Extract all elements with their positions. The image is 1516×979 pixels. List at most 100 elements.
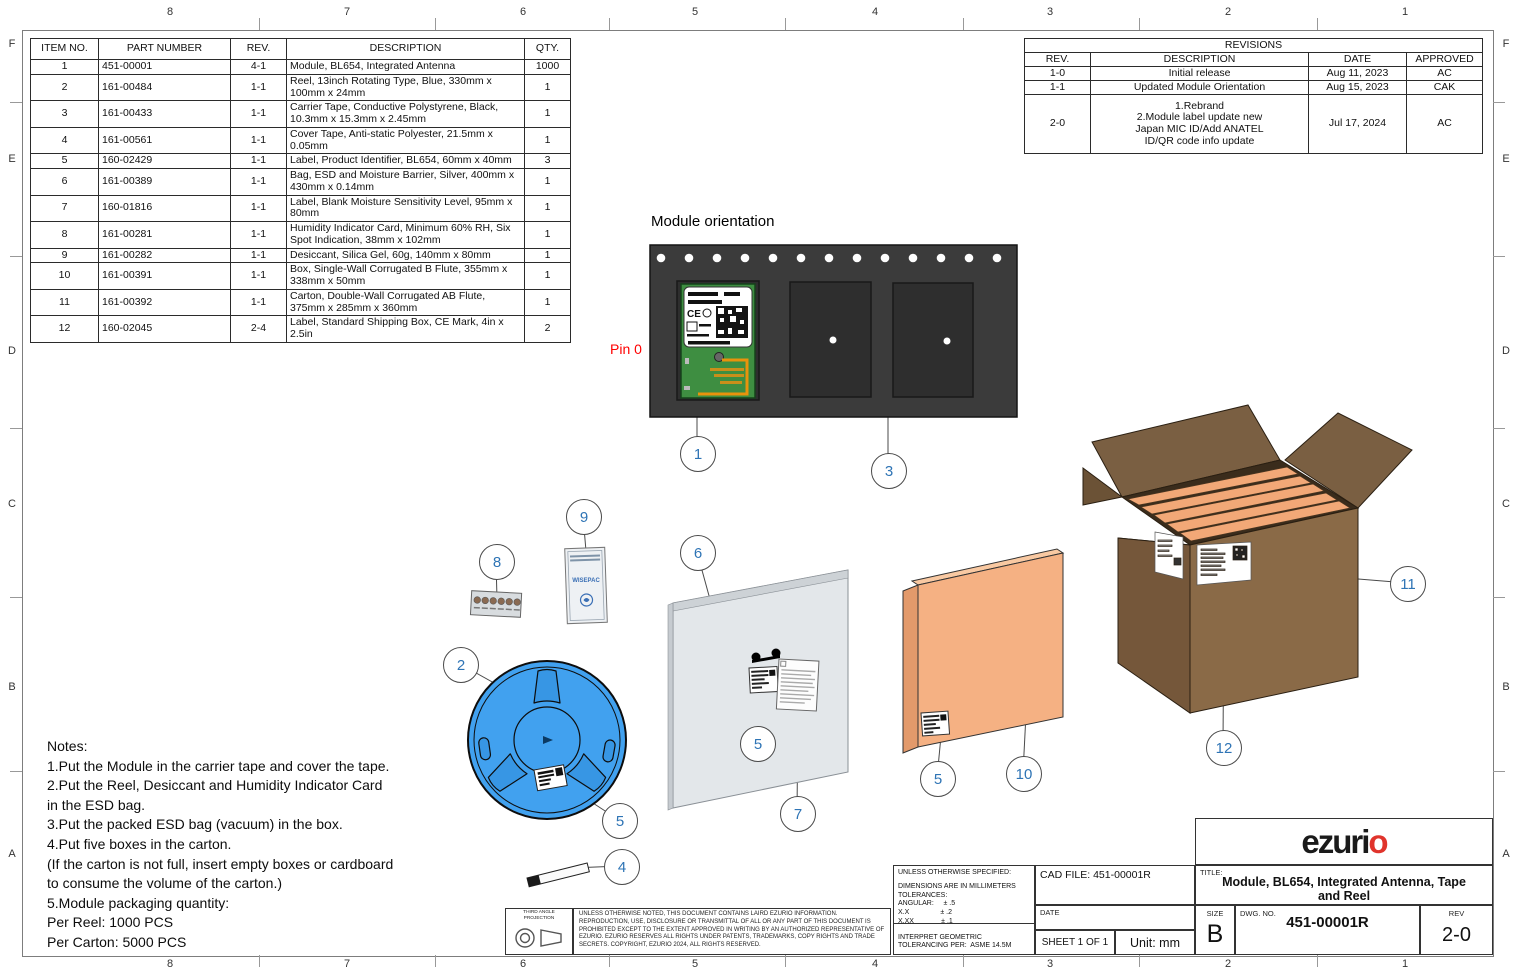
note-line: 1.Put the Module in the carrier tape and… <box>47 757 390 774</box>
cell-part: 160-02045 <box>98 315 231 343</box>
date-label: DATE <box>1040 908 1060 917</box>
tolerance-line: DIMENSIONS ARE IN MILLIMETERS <box>898 882 1016 890</box>
zone-label-right: E <box>1502 153 1510 165</box>
desiccant-packet <box>564 546 608 625</box>
balloon-reel: 2 <box>443 647 479 683</box>
msl-label <box>775 658 820 712</box>
reel-product-label <box>533 764 568 792</box>
note-line: 3.Put the packed ESD bag (vacuum) in the… <box>47 816 343 833</box>
pin0-label: Pin 0 <box>610 341 642 357</box>
cell-qty: 1 <box>524 73 571 102</box>
balloon-cover-tape: 4 <box>604 849 640 885</box>
zone-label-bottom: 5 <box>691 958 699 970</box>
cell-item: 6 <box>30 168 99 196</box>
cell-desc: Label, Blank Moisture Sensitivity Level,… <box>286 194 525 222</box>
cell-rev: 2-0 <box>1024 94 1091 154</box>
tolerance-line: X.XX ± .1 <box>898 917 953 925</box>
carton <box>1082 404 1413 714</box>
cell-desc: Bag, ESD and Moisture Barrier, Silver, 4… <box>286 168 525 196</box>
note-line: Notes: <box>47 738 88 754</box>
balloon-number: 10 <box>1015 765 1033 783</box>
shipping-label-left <box>1154 531 1184 580</box>
cell-date: Jul 17, 2024 <box>1308 94 1407 154</box>
revision-row: 2-0 1.Rebrand 2.Module label update new … <box>1024 94 1483 154</box>
third-angle-label: THIRD ANGLE PROJECTION <box>523 909 555 921</box>
note-line: 5.Module packaging quantity: <box>47 894 230 911</box>
cell-desc: Reel, 13inch Rotating Type, Blue, 330mm … <box>286 73 525 102</box>
balloon-box: 10 <box>1006 756 1042 792</box>
date-cell: DATE <box>1035 905 1195 930</box>
cell-desc: Label, Standard Shipping Box, CE Mark, 4… <box>286 315 525 343</box>
zone-label-top: 5 <box>691 6 699 18</box>
module-orientation-heading: Module orientation <box>651 213 775 230</box>
balloon-number: 11 <box>1400 575 1416 593</box>
zone-label-left: B <box>8 681 16 693</box>
balloon-number: 5 <box>753 735 763 753</box>
unit-cell: Unit: mm <box>1115 930 1195 955</box>
cell-item: 10 <box>30 262 99 290</box>
zone-label-right: C <box>1502 498 1510 510</box>
rev-label: REV <box>1448 909 1465 918</box>
note-line: 4.Put five boxes in the carton. <box>47 835 232 852</box>
cover-tape-strip <box>526 862 590 888</box>
cell-rev: 1-1 <box>230 153 287 169</box>
cell-part: 161-00389 <box>98 168 231 196</box>
cell-desc: Humidity Indicator Card, Minimum 60% RH,… <box>286 221 525 249</box>
zone-label-top: 4 <box>871 6 879 18</box>
cell-rev: 2-4 <box>230 315 287 343</box>
interpret-line: INTERPRET GEOMETRIC <box>898 933 982 941</box>
cad-file: CAD FILE: 451-00001R <box>1040 869 1151 881</box>
cell-qty: 1 <box>524 126 571 155</box>
balloon-number: 1 <box>693 445 703 463</box>
cell-qty: 1 <box>524 168 571 196</box>
balloon-carrier-tape: 3 <box>871 453 907 489</box>
cell-rev: 1-1 <box>230 73 287 102</box>
balloon-label-bag: 5 <box>740 726 776 762</box>
zone-label-bottom: 3 <box>1046 958 1054 970</box>
humidity-indicator-card <box>469 590 523 618</box>
balloon-number: 5 <box>933 770 943 788</box>
zone-label-left: A <box>8 848 16 860</box>
parts-table: ITEM NO. PART NUMBER REV. DESCRIPTION QT… <box>30 38 571 343</box>
balloon-number: 9 <box>579 508 589 526</box>
note-line: Per Carton: 5000 PCS <box>47 933 187 950</box>
balloon-esd-bag: 6 <box>680 535 716 571</box>
notes-block: Notes: 1.Put the Module in the carrier t… <box>47 737 393 953</box>
size-value: B <box>1206 920 1224 948</box>
desiccant-brand: WISEPAC <box>572 578 600 584</box>
zone-label-bottom: 2 <box>1224 958 1232 970</box>
zone-label-top: 1 <box>1401 6 1409 18</box>
cell-item: 1 <box>30 59 99 75</box>
zone-label-top: 8 <box>166 6 174 18</box>
revisions-table: REVISIONS REV. DESCRIPTION DATE APPROVED… <box>1024 38 1483 154</box>
company-logo: ezurio <box>1195 818 1493 865</box>
legal-disclaimer: UNLESS OTHERWISE NOTED, THIS DOCUMENT CO… <box>573 908 891 955</box>
balloon-number: 7 <box>793 805 803 823</box>
balloon-shipping-label: 12 <box>1206 730 1242 766</box>
cell-part: 161-00561 <box>98 126 231 155</box>
zone-label-bottom: 4 <box>871 958 879 970</box>
cell-part: 161-00392 <box>98 288 231 317</box>
balloon-carton: 11 <box>1390 566 1426 602</box>
note-line: to consume the volume of the carton.) <box>47 875 283 892</box>
note-line: Per Reel: 1000 PCS <box>47 914 174 931</box>
size-cell: SIZE B <box>1195 905 1235 955</box>
tolerance-line: UNLESS OTHERWISE SPECIFIED: <box>898 869 1012 876</box>
disclaimer-text: UNLESS OTHERWISE NOTED, THIS DOCUMENT CO… <box>579 911 885 949</box>
tolerance-line: X.X ± .2 <box>898 909 953 916</box>
cell-item: 7 <box>30 194 99 222</box>
third-angle-projection-cell: THIRD ANGLE PROJECTION <box>505 908 573 955</box>
ce-mark-icon: CE <box>687 309 701 320</box>
zone-label-top: 7 <box>343 6 351 18</box>
cell-desc: 1.Rebrand 2.Module label update new Japa… <box>1090 94 1309 154</box>
esd-symbol-icon <box>751 648 781 663</box>
balloon-label-box: 5 <box>920 761 956 797</box>
reel-hub-arrow-icon <box>543 736 553 744</box>
unit: Unit: mm <box>1130 935 1180 950</box>
